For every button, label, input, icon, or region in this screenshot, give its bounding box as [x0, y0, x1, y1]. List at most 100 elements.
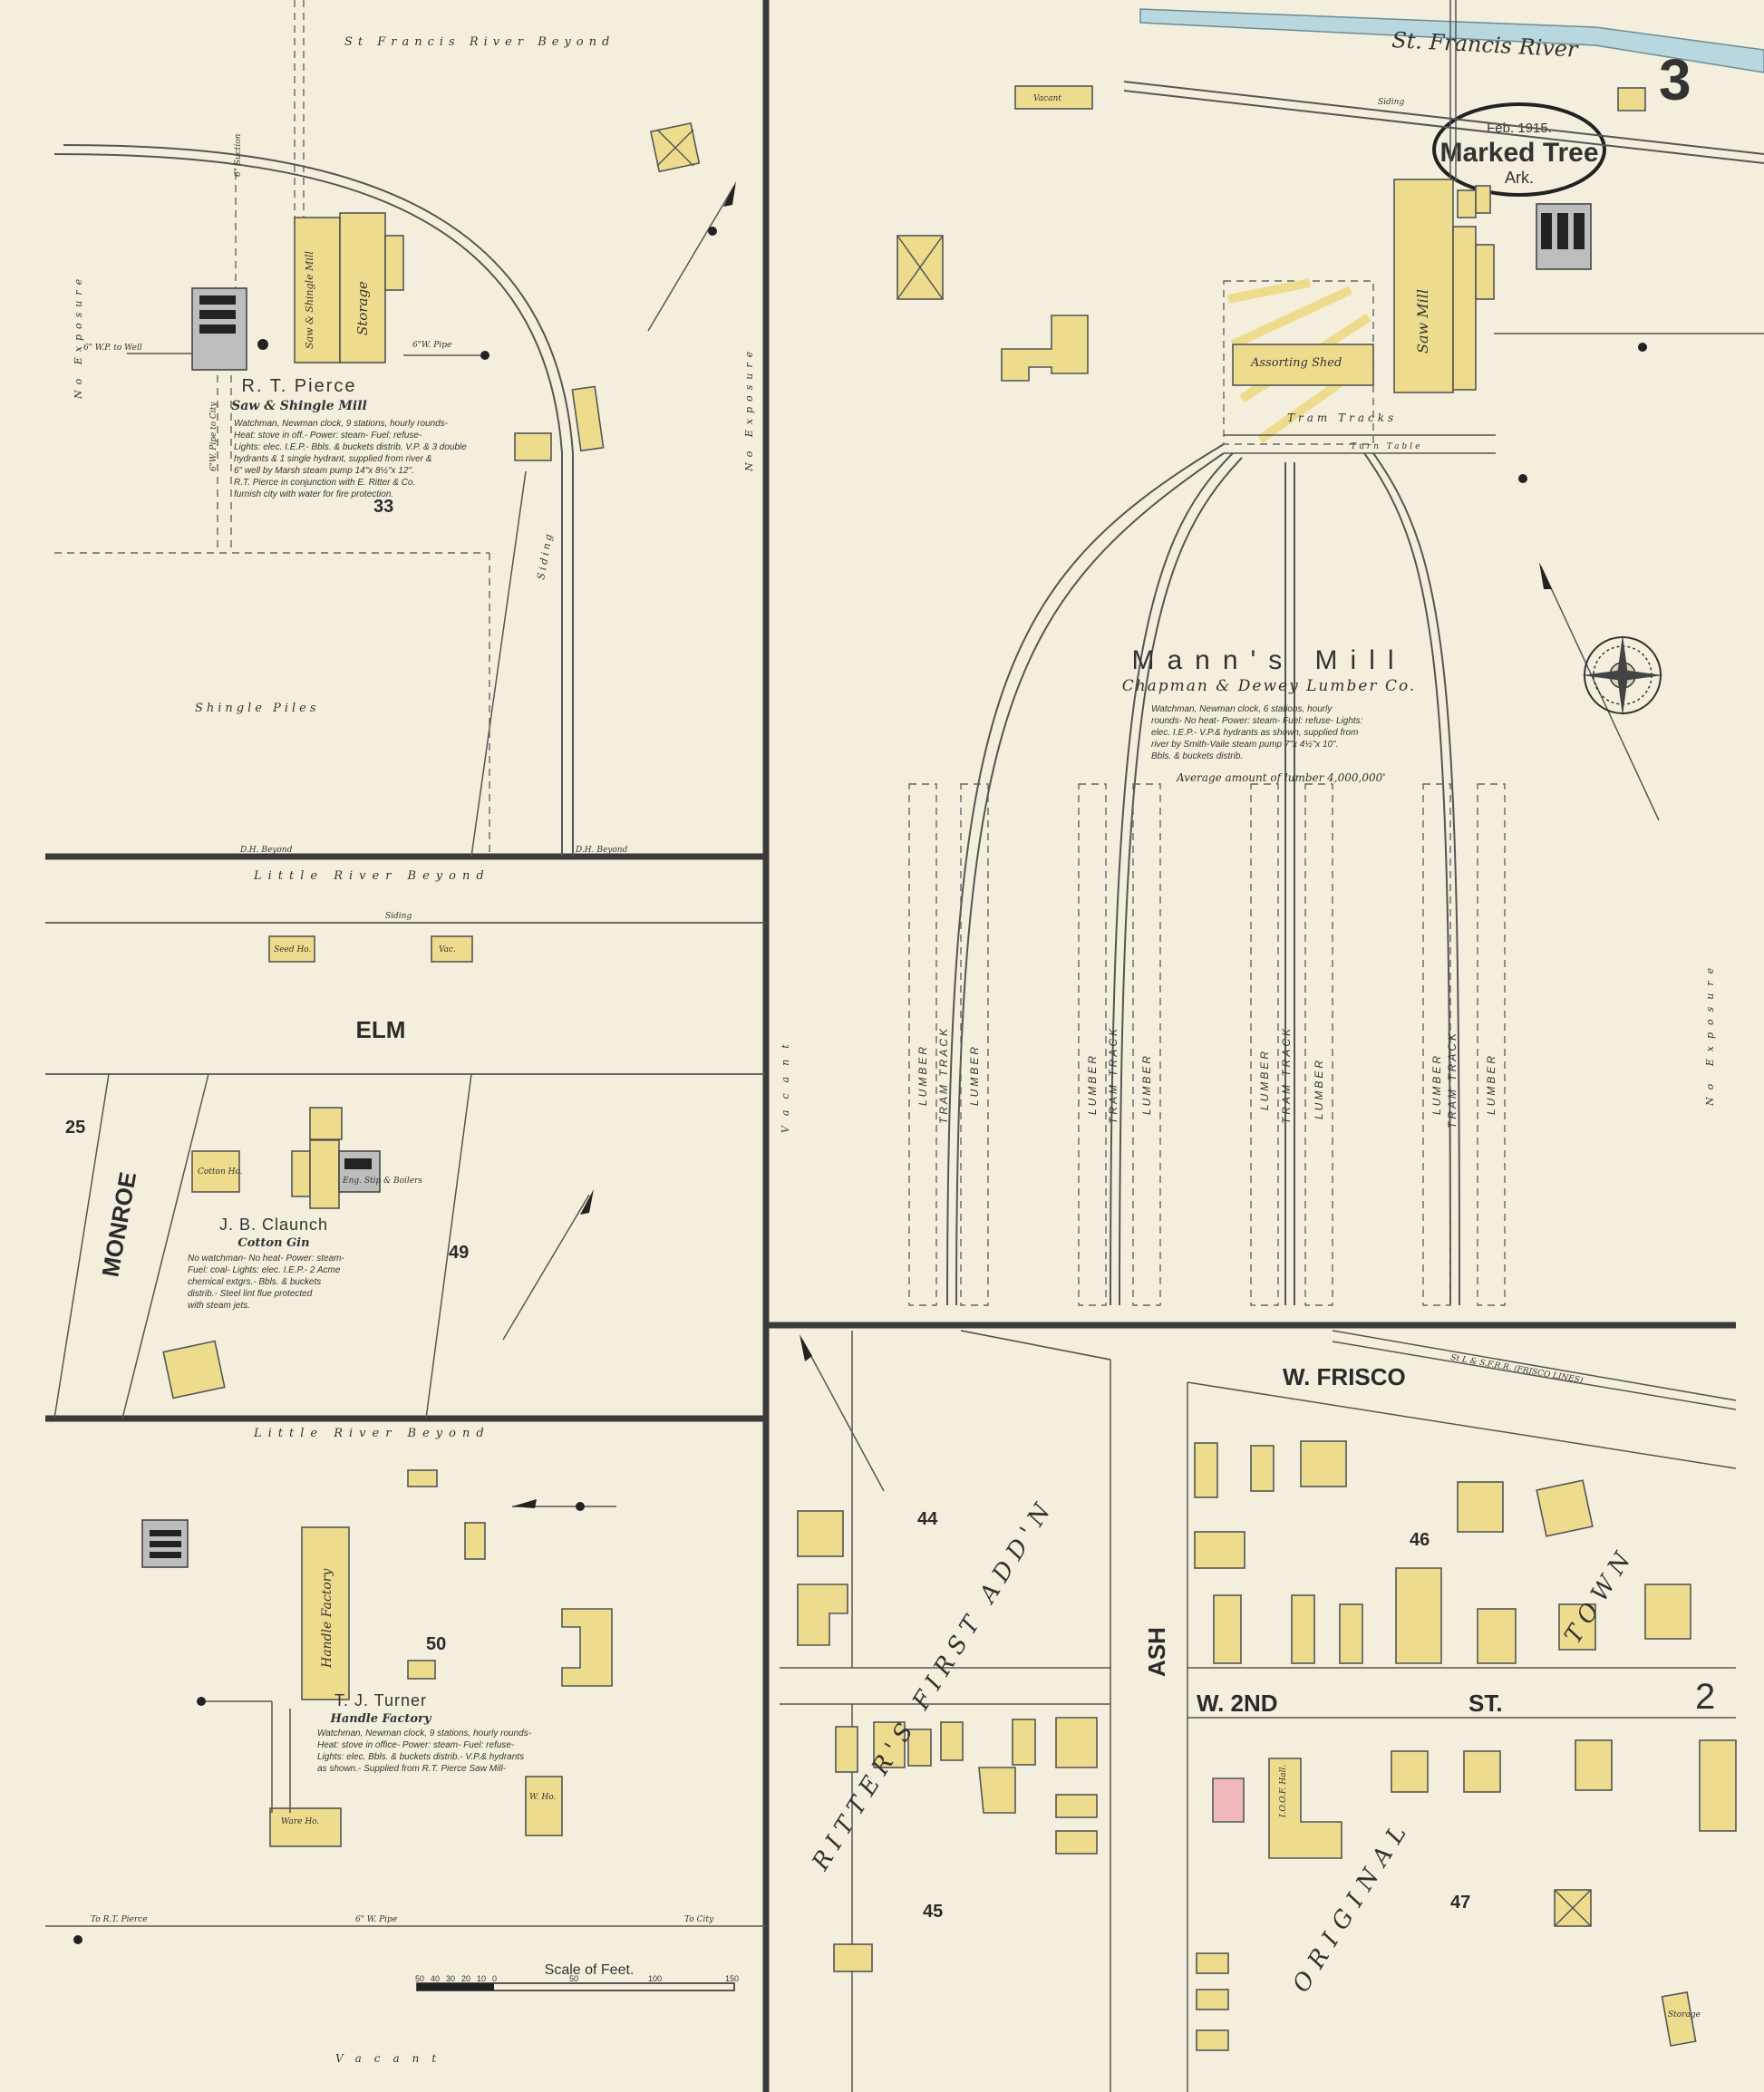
pierce-siding-curve-2	[63, 144, 574, 857]
svg-text:10: 10	[477, 1974, 486, 1983]
block-47: 47	[1450, 1893, 1470, 1913]
page-2-ref: 2	[1695, 1677, 1715, 1717]
svg-text:50: 50	[415, 1974, 424, 1983]
svg-text:hydrants & 1 single hydrant, s: hydrants & 1 single hydrant, supplied fr…	[234, 454, 432, 464]
svg-text:furnish city with water for fi: furnish city with water for fire protect…	[234, 489, 393, 499]
north-arrow-e	[801, 1339, 885, 1492]
dwelling-b	[162, 1340, 226, 1400]
elm-street: ELM	[356, 1016, 406, 1043]
tram-track-2	[1110, 452, 1234, 1306]
ware-ho-label: Ware Ho.	[281, 1817, 319, 1826]
handle-factory	[301, 1526, 350, 1700]
tram-track-label-1: TRAM TRACK	[937, 1026, 950, 1124]
svg-text:40: 40	[431, 1974, 440, 1983]
sheet-number: 3	[1659, 47, 1691, 112]
title-cartouche	[1432, 102, 1606, 197]
lumber-label-3: LUMBER	[1086, 1053, 1099, 1115]
block-46: 46	[1410, 1530, 1430, 1550]
mann-notes: Watchman, Newman clock, 6 stations, hour…	[1151, 704, 1363, 761]
svg-text:100: 100	[648, 1974, 662, 1983]
cotton-ho	[191, 1150, 240, 1193]
clanch-siding-label: Siding	[385, 912, 412, 921]
shed-e	[571, 385, 605, 452]
office-c	[407, 1660, 436, 1680]
svg-text:Fuel: coal- Lights: elec. I.E.: Fuel: coal- Lights: elec. I.E.P.- 2 Acme	[188, 1265, 341, 1275]
assorting-shed-label: Assorting Shed	[1250, 356, 1342, 370]
north-arrow-b	[502, 1194, 590, 1341]
st-francis-river	[1139, 8, 1764, 73]
shed-a	[407, 1469, 438, 1487]
svg-text:0: 0	[492, 1974, 497, 1983]
svg-text:as shown.- Supplied from R.T.: as shown.- Supplied from R.T. Pierce Saw…	[317, 1764, 507, 1774]
svg-text:Lights: elec. Bbls. & buckets: Lights: elec. Bbls. & buckets distrib.- …	[317, 1752, 524, 1762]
svg-text:6" well by Marsh steam pump 14: 6" well by Marsh steam pump 14"x 8½"x 12…	[234, 466, 414, 476]
turner-sub: Handle Factory	[330, 1712, 432, 1726]
brick-bldg	[1212, 1777, 1245, 1823]
svg-text:with steam jets.: with steam jets.	[188, 1301, 250, 1311]
dwelling-44b	[797, 1584, 848, 1646]
lumber-amount: Average amount of lumber 4,000,000'	[1176, 771, 1386, 784]
monroe-line-2	[121, 1073, 209, 1419]
svg-text:No watchman- No heat- Power: s: No watchman- No heat- Power: steam-	[188, 1254, 345, 1264]
ioof-label: I.O.O.F. Hall.	[1279, 1765, 1288, 1818]
lumber-label-6: LUMBER	[1313, 1058, 1325, 1119]
svg-text:20: 20	[461, 1974, 470, 1983]
tram-track-label-2: TRAM TRACK	[1107, 1026, 1119, 1124]
bldg-d-b	[1001, 315, 1089, 382]
pierce-name: R. T. Pierce	[242, 376, 357, 396]
ioof-hall	[1268, 1758, 1342, 1859]
vac-bldg-mann	[1014, 85, 1093, 110]
svg-text:Watchman, Newman clock, 9 stat: Watchman, Newman clock, 9 stations, hour…	[234, 419, 449, 429]
block-25: 25	[65, 1118, 85, 1138]
svg-text:rounds- No heat- Power: steam-: rounds- No heat- Power: steam- Fuel: ref…	[1151, 716, 1363, 726]
vac-bldg	[431, 935, 473, 963]
saw-mill-bldg	[1393, 179, 1454, 393]
cotton-platform	[309, 1107, 343, 1140]
engine-label: Eng. Stip & Boilers	[342, 1177, 422, 1186]
svg-text:distrib.- Steel lint flue prot: distrib.- Steel lint flue protected	[188, 1289, 313, 1299]
shed-b	[464, 1522, 486, 1560]
frisco-edge-2	[1187, 1381, 1737, 1469]
no-exposure-right: No Exposure	[743, 346, 755, 472]
seed-ho-label: Seed Ho.	[274, 945, 312, 954]
lumber-label-8: LUMBER	[1485, 1053, 1497, 1115]
town-name: Marked Tree	[1439, 138, 1598, 168]
original-town-a: TOWN	[1559, 1542, 1640, 1649]
panel-pierce: St Francis River Beyond Siding No Exposu…	[53, 0, 755, 857]
tram-track-1	[946, 443, 1225, 1306]
svg-text:Watchman, Newman clock, 6 stat: Watchman, Newman clock, 6 stations, hour…	[1151, 704, 1333, 714]
pierce-siding-curve	[53, 153, 563, 857]
storage-label-town: Storage	[1668, 2010, 1701, 2019]
to-pierce-label: To R.T. Pierce	[91, 1915, 148, 1924]
block-33: 33	[373, 497, 393, 517]
clanch-sub: Cotton Gin	[237, 1236, 309, 1250]
gin-bldg	[309, 1139, 340, 1209]
mann-company: Chapman & Dewey Lumber Co.	[1122, 677, 1417, 695]
dh-hydrant	[480, 351, 489, 360]
compass-rose	[1539, 562, 1663, 821]
svg-text:Lights: elec. I.E.P.- Bbls. &: Lights: elec. I.E.P.- Bbls. & buckets di…	[234, 442, 467, 452]
railroad-label: St L & S.F.R.R. (FRISCO LINES)	[1449, 1352, 1584, 1386]
storage-bldg-town	[1661, 1991, 1697, 2047]
pipe-city-label: 6"W. Pipe to City	[209, 402, 218, 471]
vacant-mann: Vacant	[1033, 94, 1061, 103]
svg-text:Bbls. & buckets distrib.: Bbls. & buckets distrib.	[1151, 751, 1243, 761]
panel-turner: Little River Beyond Handle Factory 50 T.…	[45, 1427, 766, 2065]
svg-text:chemical extgrs.- Bbls. & buck: chemical extgrs.- Bbls. & buckets	[188, 1277, 321, 1287]
well-pipe-label: 6" W.P. to Well	[83, 344, 142, 353]
frisco-rr	[1332, 1330, 1737, 1401]
dh-beyond-2: D.H. Beyond	[575, 846, 628, 855]
svg-text:Heat: stove in off.- Power: st: Heat: stove in off.- Power: steam- Fuel:…	[234, 431, 422, 441]
turner-name: T. J. Turner	[334, 1691, 427, 1709]
pierce-notes: Watchman, Newman clock, 9 stations, hour…	[234, 419, 467, 499]
to-city-label: To City	[684, 1915, 714, 1924]
w-frisco-street: W. FRISCO	[1283, 1363, 1406, 1390]
north-arrow-a	[647, 185, 735, 332]
svg-text:50: 50	[569, 1974, 578, 1983]
w-2nd-street: W. 2ND	[1197, 1690, 1278, 1717]
svg-text:150: 150	[725, 1974, 739, 1983]
st-label: ST.	[1468, 1690, 1503, 1717]
dwelling-44a	[797, 1510, 844, 1557]
mann-siding	[1123, 81, 1764, 155]
